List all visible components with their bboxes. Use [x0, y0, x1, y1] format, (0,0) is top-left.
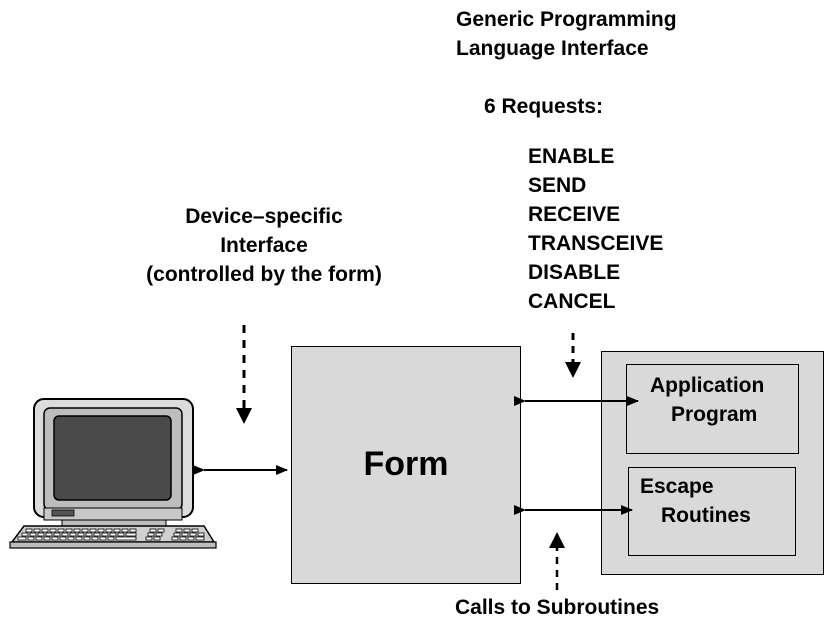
- application-program-box: Application Program: [626, 364, 799, 454]
- device-interface-dashed-arrow: [236, 325, 252, 424]
- request-item: SEND: [528, 174, 587, 197]
- application-program-label: Application Program: [650, 371, 764, 429]
- generic-interface-line-2: Language Interface: [456, 37, 649, 60]
- generic-interface-label: Generic Programming Language Interface: [456, 5, 677, 63]
- computer-terminal-icon: [9, 398, 217, 549]
- form-box: Form: [291, 346, 521, 584]
- request-item: TRANSCEIVE: [528, 232, 664, 255]
- request-item: CANCEL: [528, 290, 616, 313]
- form-label: Form: [363, 445, 449, 483]
- device-interface-line-3: (controlled by the form): [146, 263, 382, 286]
- application-program-line-1: Application: [650, 374, 765, 397]
- device-interface-line-1: Device–specific: [185, 205, 343, 228]
- request-item: DISABLE: [528, 261, 621, 284]
- escape-routines-line-2: Routines: [661, 504, 751, 527]
- escape-routines-label: Escape Routines: [640, 472, 751, 530]
- requests-list: ENABLE SEND RECEIVE TRANSCEIVE DISABLE C…: [528, 142, 663, 316]
- requests-heading: 6 Requests:: [484, 95, 604, 118]
- escape-routines-box: Escape Routines: [628, 467, 796, 556]
- device-interface-line-2: Interface: [220, 234, 308, 257]
- request-item: RECEIVE: [528, 203, 621, 226]
- application-program-line-2: Program: [671, 403, 758, 426]
- request-item: ENABLE: [528, 145, 615, 168]
- subroutines-dashed-arrow: [549, 532, 565, 590]
- requests-dashed-arrow: [565, 333, 581, 378]
- subroutines-label: Calls to Subroutines: [455, 596, 660, 619]
- device-interface-label: Device–specific Interface (controlled by…: [136, 202, 392, 289]
- generic-interface-line-1: Generic Programming: [456, 8, 677, 31]
- escape-routines-line-1: Escape: [640, 475, 714, 498]
